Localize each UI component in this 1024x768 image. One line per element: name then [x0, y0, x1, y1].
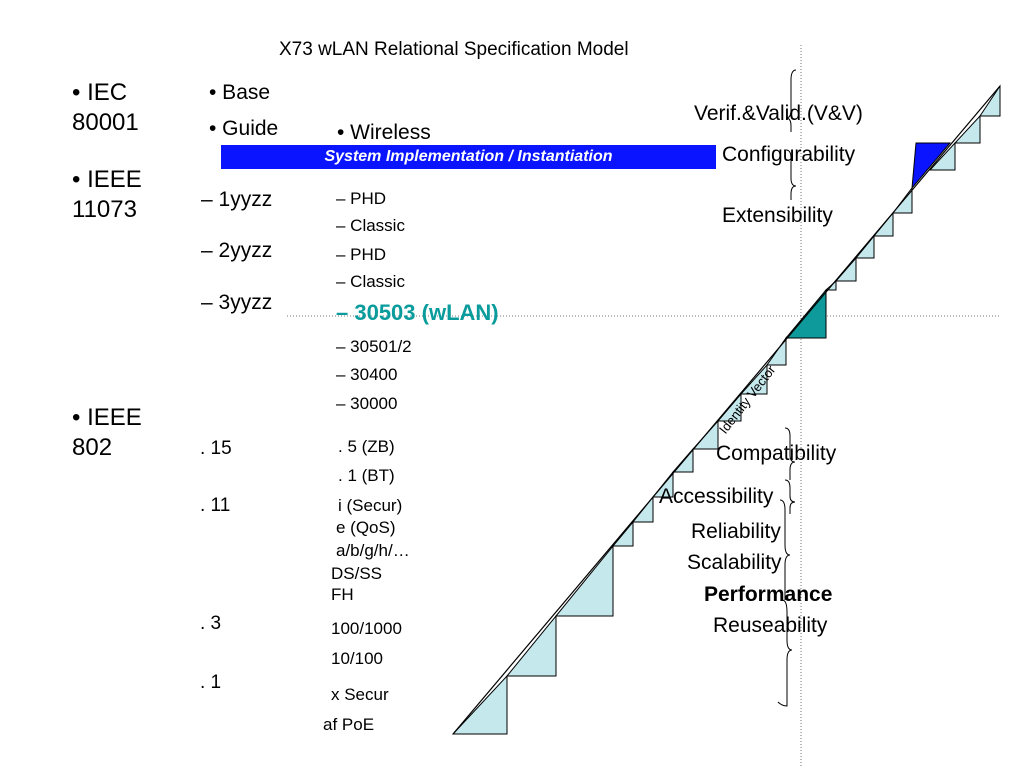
spec-classic-2: – Classic: [336, 272, 405, 291]
detail-100-1000: 100/1000: [331, 619, 402, 638]
detail-fh: FH: [331, 585, 354, 604]
brace-perf: [777, 599, 793, 707]
standard-ieee11073: • IEEE 11073: [72, 165, 142, 225]
layer-base: • Base: [209, 81, 271, 104]
standard-iec-line2: 80001: [72, 109, 139, 136]
brace-compat: [784, 427, 796, 480]
step-triangle: [611, 520, 634, 547]
step-triangle: [554, 544, 614, 617]
spec-phd-2: – PHD: [336, 245, 387, 264]
step-triangle: [953, 114, 981, 144]
ieee802-11: . 11: [200, 495, 231, 516]
prop-scalability: Scalability: [687, 551, 782, 574]
implementation-banner: System Implementation / Instantiation: [221, 145, 716, 169]
prop-configurability: Configurability: [722, 143, 856, 166]
detail-secur: i (Secur): [338, 496, 403, 515]
layer-guide: • Guide: [209, 117, 279, 140]
standard-iec: • IEC 80001: [72, 78, 139, 138]
staircase-steps: [451, 84, 1001, 735]
range-1yyzz: – 1yyzz: [201, 188, 273, 211]
step-triangle: [716, 392, 742, 422]
brace-config: [785, 149, 797, 200]
standard-iec-line1: • IEC: [72, 79, 128, 106]
ieee802-3: . 3: [200, 613, 222, 634]
identity-vector-line: [452, 85, 1001, 735]
detail-x-secur: x Secur: [331, 685, 389, 704]
prop-reliability: Reliability: [691, 520, 781, 543]
standard-ieee802: • IEEE 802: [72, 403, 142, 463]
step-triangle: [979, 84, 1001, 117]
detail-bt: . 1 (BT): [338, 466, 395, 485]
page-title: X73 wLAN Relational Specification Model: [279, 39, 629, 60]
step-triangle: [739, 363, 768, 395]
teal-triangle: [784, 288, 827, 339]
step-triangle: [505, 614, 557, 677]
prop-vv: Verif.&Valid.(V&V): [694, 102, 863, 125]
spec-30400: – 30400: [336, 365, 398, 384]
brace-access: [784, 479, 796, 514]
braces: [777, 69, 797, 707]
spec-classic-1: – Classic: [336, 216, 405, 235]
standard-ieee802-line1: • IEEE: [72, 404, 142, 431]
detail-abgh: a/b/g/h/…: [336, 541, 410, 560]
ieee802-1: . 1: [200, 672, 222, 693]
detail-qos: e (QoS): [336, 518, 396, 537]
spec-30501: – 30501/2: [336, 337, 412, 356]
spec-30503-wlan: – 30503 (wLAN): [336, 300, 499, 325]
standard-ieee11073-line1: • IEEE: [72, 166, 142, 193]
prop-reuseability: Reuseability: [713, 614, 828, 637]
step-triangle: [451, 674, 508, 735]
standard-ieee802-line2: 802: [72, 434, 113, 461]
prop-extensibility: Extensibility: [722, 204, 833, 227]
detail-dsss: DS/SS: [331, 564, 383, 583]
brace-reliab: [779, 499, 791, 600]
prop-performance: Performance: [704, 583, 833, 606]
detail-10-100: 10/100: [331, 649, 383, 668]
range-2yyzz: – 2yyzz: [201, 239, 273, 262]
range-3yyzz: – 3yyzz: [201, 291, 273, 314]
brace-vv: [785, 69, 797, 132]
prop-accessibility: Accessibility: [659, 485, 774, 508]
ieee802-15: . 15: [200, 438, 232, 459]
prop-compatibility: Compatibility: [716, 442, 837, 465]
spec-phd-1: – PHD: [336, 189, 387, 208]
detail-af-poe: af PoE: [323, 715, 375, 734]
spec-30000: – 30000: [336, 394, 398, 413]
blue-triangle: [911, 142, 952, 190]
layer-wireless: • Wireless: [337, 121, 431, 144]
step-triangle: [928, 141, 956, 171]
standard-ieee11073-line2: 11073: [72, 196, 137, 223]
detail-zb: . 5 (ZB): [338, 437, 395, 456]
